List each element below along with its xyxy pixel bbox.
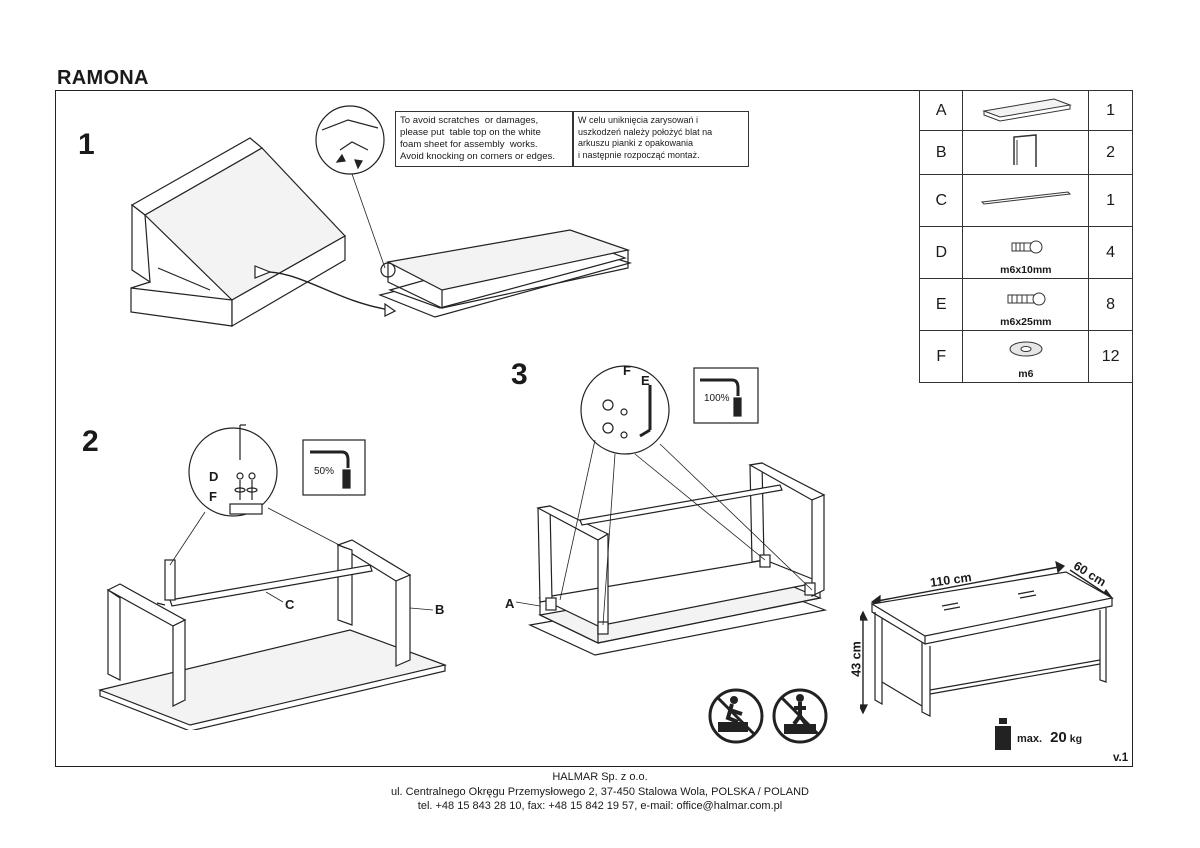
step-number-3: 3 xyxy=(511,358,528,391)
part-quantity: 12 xyxy=(1088,330,1133,383)
part-quantity: 2 xyxy=(1088,130,1133,175)
part-picture xyxy=(962,174,1090,227)
part-picture: m6x10mm xyxy=(962,226,1090,279)
company-footer: HALMAR Sp. z o.o. ul. Centralnego Okręgu… xyxy=(0,770,1200,814)
version-label: v.1 xyxy=(1113,752,1129,764)
parts-row-c: C 1 xyxy=(918,174,1133,227)
weight-icon xyxy=(995,718,1011,750)
leg-frame-icon xyxy=(1013,134,1037,167)
step3-label-a: A xyxy=(505,596,515,611)
document-title: RAMONA xyxy=(57,67,149,89)
step1-illustration xyxy=(130,105,633,328)
washer-icon xyxy=(1009,341,1043,357)
part-quantity: 8 xyxy=(1088,278,1133,331)
part-label: C xyxy=(918,174,964,227)
step2-tighten-percent: 50% xyxy=(314,466,335,477)
warning-note-polish: W celu uniknięcia zarysowań i uszkodzeń … xyxy=(573,111,749,167)
step3-illustration xyxy=(515,365,828,656)
step3-label-f: F xyxy=(623,363,631,378)
warning-note-english: To avoid scratches or damages, please pu… xyxy=(395,111,573,167)
footer-company: HALMAR Sp. z o.o. xyxy=(552,771,648,783)
step2-label-d: D xyxy=(209,469,219,484)
part-quantity: 1 xyxy=(1088,90,1133,131)
step3-label-e: E xyxy=(641,373,650,388)
part-picture: m6 xyxy=(962,330,1090,383)
parts-row-a: A 1 xyxy=(918,90,1133,131)
part-picture xyxy=(962,90,1090,131)
step2-label-f: F xyxy=(209,489,217,504)
max-load-value: 20 xyxy=(1050,729,1067,746)
max-load-prefix: max. xyxy=(1017,733,1043,745)
no-climbing-icon xyxy=(708,688,764,744)
part-picture xyxy=(962,130,1090,175)
step-number-2: 2 xyxy=(82,425,99,458)
long-bolt-icon xyxy=(1007,292,1046,306)
step-number-1: 1 xyxy=(78,128,95,161)
no-standing-warning-icons xyxy=(708,688,828,744)
step3-tighten-percent: 100% xyxy=(704,393,730,404)
parts-table: A 1 B 2 C 1 D xyxy=(918,90,1133,383)
short-bolt-icon xyxy=(1011,240,1043,254)
instruction-frame xyxy=(55,90,1133,767)
part-label: F xyxy=(918,330,964,383)
parts-row-b: B 2 xyxy=(918,130,1133,175)
dimension-height: 43 cm xyxy=(849,641,864,677)
footer-address: ul. Centralnego Okręgu Przemysłowego 2, … xyxy=(390,785,809,798)
max-load-unit: kg xyxy=(1069,733,1083,745)
rail-bar-icon xyxy=(980,191,1071,205)
part-quantity: 4 xyxy=(1088,226,1133,279)
step2-label-c: C xyxy=(285,597,295,612)
parts-row-e: E m6x25mm 8 xyxy=(918,278,1133,331)
part-picture: m6x25mm xyxy=(962,278,1090,331)
parts-row-d: D m6x10mm 4 xyxy=(918,226,1133,279)
part-label: E xyxy=(918,278,964,331)
step2-illustration xyxy=(97,424,448,730)
part-caption: m6x10mm xyxy=(1000,264,1052,276)
table-top-icon xyxy=(981,98,1072,122)
footer-contact: tel. +48 15 843 28 10, fax: +48 15 842 1… xyxy=(417,800,783,812)
part-quantity: 1 xyxy=(1088,174,1133,227)
part-caption: m6x25mm xyxy=(1000,316,1052,328)
finished-table-illustration xyxy=(860,560,1114,717)
step2-label-b: B xyxy=(435,602,445,617)
part-label: D xyxy=(918,226,964,279)
no-standing-icon xyxy=(772,688,828,744)
part-label: B xyxy=(918,130,964,175)
parts-row-f: F m6 12 xyxy=(918,330,1133,383)
part-label: A xyxy=(918,90,964,131)
part-caption: m6 xyxy=(1018,368,1034,380)
